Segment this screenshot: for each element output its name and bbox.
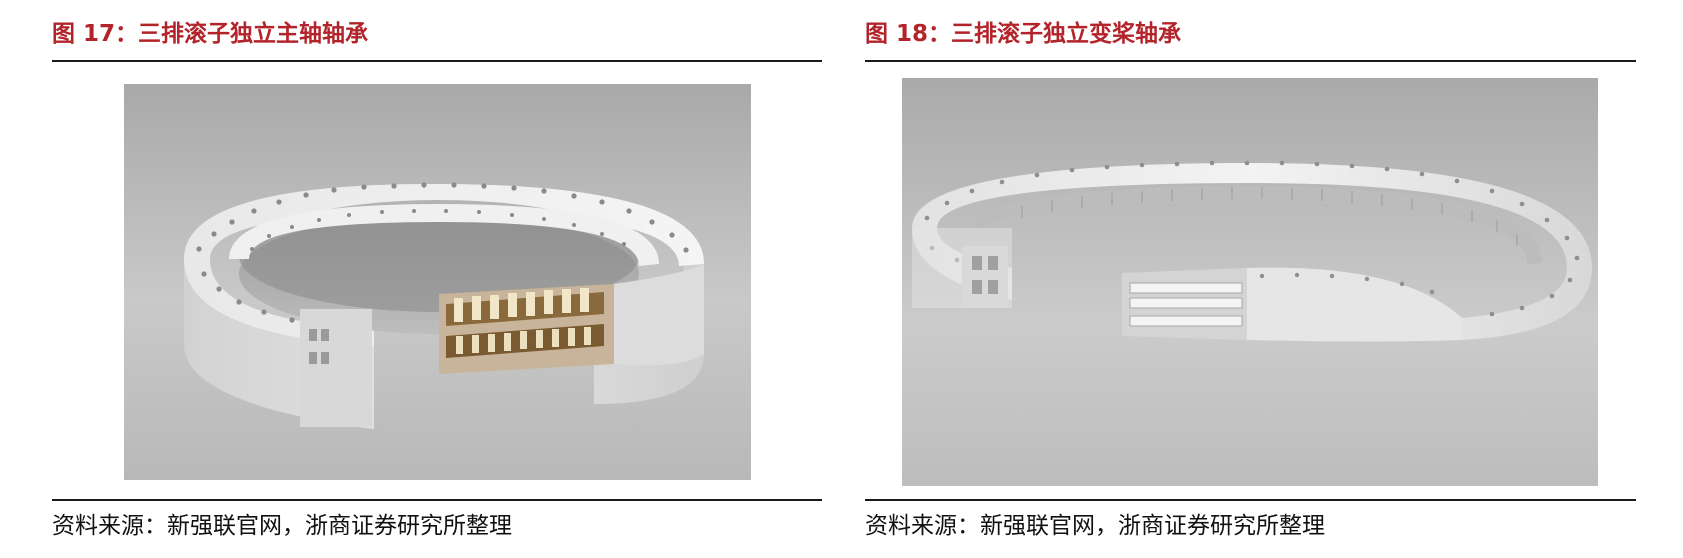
main-shaft-bearing-photo <box>124 84 751 480</box>
pitch-bearing-photo <box>902 78 1598 486</box>
top-rule <box>52 60 822 62</box>
figure-source: 资料来源：新强联官网，浙商证券研究所整理 <box>52 513 512 539</box>
bottom-rule <box>865 499 1636 501</box>
figure-title: 图 18：三排滚子独立变桨轴承 <box>865 21 1182 47</box>
figure-source: 资料来源：新强联官网，浙商证券研究所整理 <box>865 513 1325 539</box>
figure-title: 图 17：三排滚子独立主轴轴承 <box>52 21 369 47</box>
figure-17: 图 17：三排滚子独立主轴轴承 <box>52 0 822 558</box>
bottom-rule <box>52 499 822 501</box>
top-rule <box>865 60 1636 62</box>
figure-18: 图 18：三排滚子独立变桨轴承 <box>865 0 1636 558</box>
